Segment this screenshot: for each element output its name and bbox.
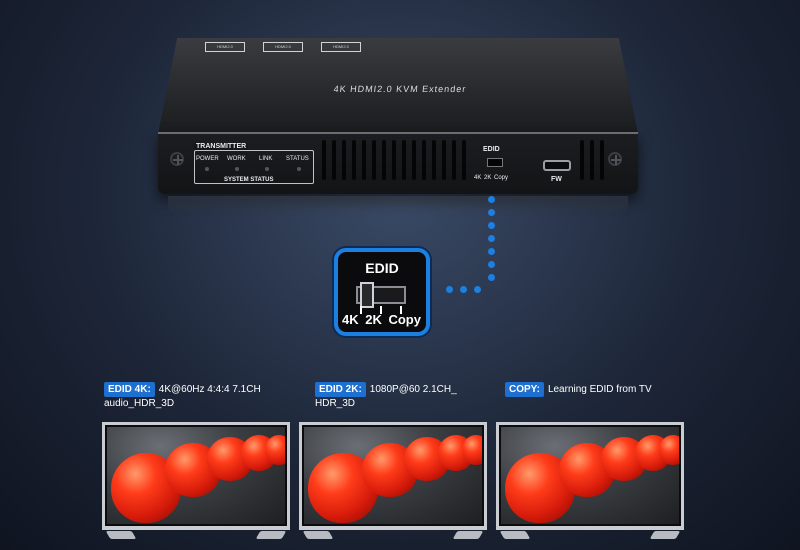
transmitter-label: TRANSMITTER [194,143,249,150]
vent-slot [402,140,406,180]
tomato-image [265,435,285,465]
vent-slot [590,140,594,180]
connector-dot [488,248,495,255]
top-label-1: HDMI2.0 [205,42,245,52]
caption-text-edid-4k: 4K@60Hz 4:4:4 7.1CH audio_HDR_3D [104,384,261,409]
vent-slot [352,140,356,180]
transmitter-status-panel [194,150,314,184]
connector-dot [460,286,467,293]
led-label-status: STATUS [286,156,309,162]
work-led [235,167,239,171]
tv-display-2 [299,422,487,530]
zoom-switch-options: 4K 2K Copy [342,312,421,327]
connector-dot [488,222,495,229]
device-reflection [168,196,628,214]
caption-edid-2k: EDID 2K:1080P@60 2.1CH_ HDR_3D [315,382,480,410]
zoom-edid-title: EDID [365,260,399,276]
link-led [265,167,269,171]
tomato-image [659,435,679,465]
connector-dot [446,286,453,293]
caption-edid-4k: EDID 4K:4K@60Hz 4:4:4 7.1CH audio_HDR_3D [104,382,294,410]
tv-stand [496,531,684,541]
top-label-3: HDMI2.0 [321,42,361,52]
zoom-tick [360,306,362,314]
tv-stand [299,531,487,541]
vent-slot [332,140,336,180]
tomato-image [462,435,482,465]
connector-dot [488,261,495,268]
connector-dot [488,274,495,281]
connector-dot [474,286,481,293]
led-label-work: WORK [227,156,246,162]
vent-slot [462,140,466,180]
fw-port [543,160,571,171]
vent-slot [392,140,396,180]
edid-switch-label: EDID [483,146,500,153]
led-label-link: LINK [259,156,273,162]
vent-slot [600,140,604,180]
vent-slot [412,140,416,180]
badge-copy: COPY: [505,382,544,397]
device-title: 4K HDMI2.0 KVM Extender [333,84,467,94]
vent-slot [362,140,366,180]
zoom-switch-knob [360,282,374,308]
edid-zoom-callout: EDID 4K 2K Copy [334,248,430,336]
vent-slot [372,140,376,180]
edid-switch-options: 4K 2K Copy [474,175,509,181]
connector-dot [488,209,495,216]
top-label-2: HDMI2.0 [263,42,303,52]
vent-slot [452,140,456,180]
device-top-labels: HDMI2.0 HDMI2.0 HDMI2.0 [205,42,361,52]
connector-dot [488,196,495,203]
tv-screen [501,427,679,524]
vent-slot [382,140,386,180]
connector-dot [488,235,495,242]
vent-slot [442,140,446,180]
device-top-panel [158,38,638,134]
tv-screen [107,427,285,524]
caption-text-copy: Learning EDID from TV [547,384,652,395]
vent-slot [580,140,584,180]
caption-text-edid-2k: 1080P@60 2.1CH_ HDR_3D [315,384,457,409]
zoom-tick [380,306,382,314]
vent-slot [432,140,436,180]
vent-slot [422,140,426,180]
vent-slot [322,140,326,180]
fw-label: FW [551,176,562,183]
badge-edid-2k: EDID 2K: [315,382,366,397]
edid-switch[interactable] [487,158,503,167]
screw-icon [608,152,622,166]
power-led [205,167,209,171]
system-status-label: SYSTEM STATUS [222,177,276,183]
tv-display-1 [102,422,290,530]
tv-screen [304,427,482,524]
tv-stand [102,531,290,541]
led-label-power: POWER [196,156,219,162]
status-led [297,167,301,171]
zoom-tick [400,306,402,314]
badge-edid-4k: EDID 4K: [104,382,155,397]
vent-slot [342,140,346,180]
tv-display-3 [496,422,684,530]
screw-icon [170,152,184,166]
caption-copy: COPY:Learning EDID from TV [505,382,705,397]
